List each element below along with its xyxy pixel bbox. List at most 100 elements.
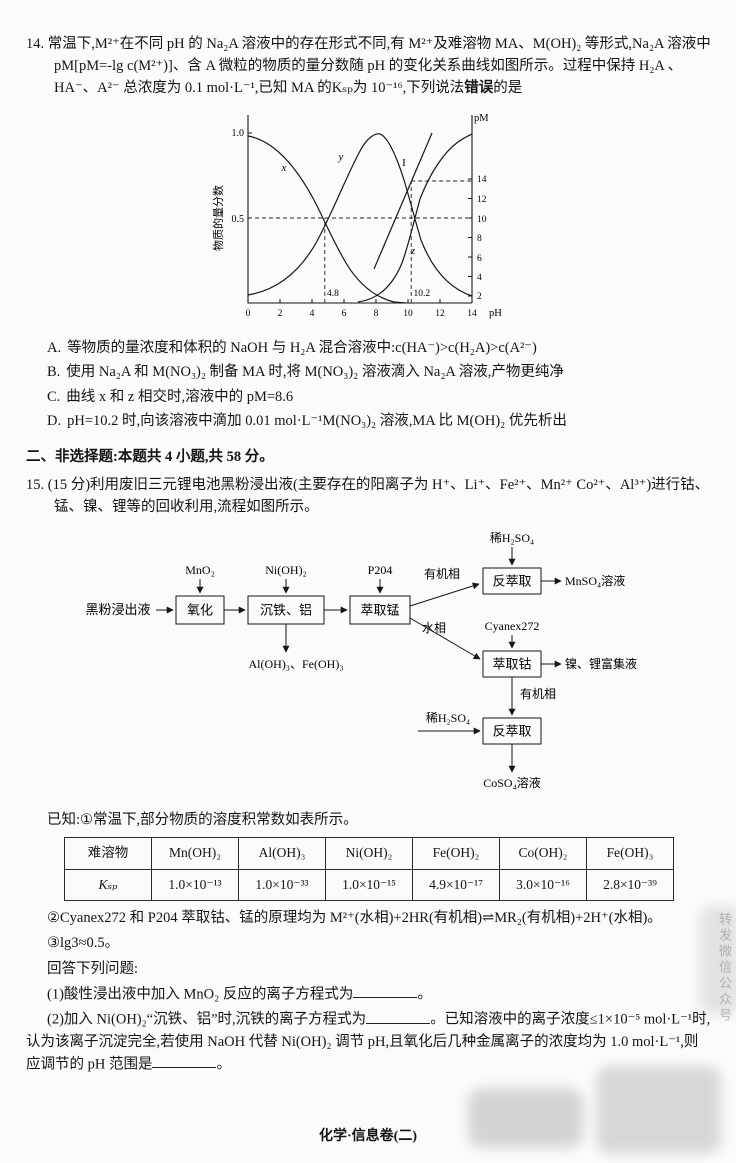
line-I	[373, 132, 433, 270]
x-tick-2: 2	[278, 309, 283, 319]
question-15-intro: 15. (15 分)利用废旧三元锂电池黑粉浸出液(主要存在的阳离子为 H⁺、Li…	[26, 474, 712, 518]
q14-figure: 1.0 0.5 物质的量分数 pM 14 12 10 8 6 4 2 0 2 4…	[208, 103, 712, 334]
option-b: B. 使用 Na₂A 和 M(NO₃)₂ 制备 MA 时,将 M(NO₃)₂ 溶液…	[26, 361, 712, 383]
page-footer: 化学·信息卷(二)	[319, 1128, 417, 1144]
right-tick-6: 6	[477, 254, 482, 264]
sub-question-1-end: 。	[417, 986, 432, 1003]
answer-blank	[353, 983, 418, 999]
ksp-value-cell: 4.9×10⁻¹⁷	[412, 868, 500, 902]
known-intro: 已知:①常温下,部分物质的溶度积常数如表所示。	[47, 812, 358, 829]
ksp-header-cell: Fe(OH)₃	[586, 837, 674, 870]
x-tick-0: 0	[246, 309, 251, 319]
chart-dashed-guides	[248, 180, 472, 304]
x-tick-14: 14	[467, 309, 477, 319]
arrow-extractmn-extractco	[409, 617, 481, 660]
right-tick-8: 8	[477, 234, 482, 244]
reagent-cyanex-label: Cyanex272	[485, 619, 540, 633]
answer-prompt: 回答下列问题:	[47, 960, 139, 977]
annotation-10-2: 10.2	[414, 289, 431, 299]
option-c: C. 曲线 x 和 z 相交时,溶液中的 pM=8.6	[26, 386, 712, 408]
answer-blank	[152, 1053, 217, 1069]
section-2-header: 二、非选择题:本题共 4 小题,共 58 分。	[26, 449, 274, 466]
output-coso4-label: CoSO₄溶液	[483, 775, 541, 790]
x-tick-6: 6	[342, 309, 347, 319]
output-mnso4-label: MnSO₄溶液	[565, 573, 625, 588]
curve-x	[247, 135, 407, 304]
question-text-end: 的是	[493, 80, 523, 97]
option-d-text: pH=10.2 时,向该溶液中滴加 0.01 mol·L⁻¹M(NO₃)₂ 溶液…	[67, 413, 567, 430]
ksp-header-cell: Fe(OH)₂	[412, 837, 500, 870]
option-b-label: B.	[47, 364, 61, 381]
x-tick-8: 8	[374, 309, 379, 319]
box-strip-2-label: 反萃取	[492, 724, 531, 739]
ksp-value-cell: 1.0×10⁻¹³	[151, 868, 239, 902]
option-a: A. 等物质的量浓度和体积的 NaOH 与 H₂A 混合溶液中:c(HA⁻)>c(…	[26, 337, 712, 359]
known-3: ③lg3≈0.5。	[47, 935, 120, 952]
option-d-label: D.	[47, 413, 62, 430]
curve-x-label: x	[281, 162, 287, 174]
question-emphasis: 错误	[464, 80, 494, 97]
answer-blank	[366, 1008, 431, 1024]
q15-flowchart: 黑粉浸出液 氧化 沉铁、铝 萃取锰 MnO₂ Ni(OH)₂ P204 Al(O…	[80, 526, 712, 805]
ksp-value-cell: 2.8×10⁻³⁹	[586, 868, 674, 902]
ksp-value-cell: 3.0×10⁻¹⁶	[499, 868, 587, 902]
question-15-text: (15 分)利用废旧三元锂电池黑粉浸出液(主要存在的阳离子为 H⁺、Li⁺、Fe…	[47, 477, 710, 516]
right-tick-14: 14	[477, 175, 487, 185]
sub-question-2: (2)加入 Ni(OH)₂“沉铁、铝”时,沉铁的离子方程式为。已知溶液中的离子浓…	[26, 1008, 712, 1075]
box-iron-al-label: 沉铁、铝	[260, 603, 312, 618]
option-a-text: 等物质的量浓度和体积的 NaOH 与 H₂A 混合溶液中:c(HA⁻)>c(H₂…	[67, 339, 537, 356]
output-ni-li-label: 镍、锂富集液	[565, 656, 637, 671]
right-axis-label: pM	[474, 113, 489, 124]
chart-axes	[247, 115, 473, 304]
option-c-text: 曲线 x 和 z 相交时,溶液中的 pM=8.6	[66, 388, 294, 405]
ksp-value-cell: 1.0×10⁻¹⁵	[325, 868, 413, 902]
ksp-header-cell: Ni(OH)₂	[325, 837, 413, 870]
process-flow-svg: 黑粉浸出液 氧化 沉铁、铝 萃取锰 MnO₂ Ni(OH)₂ P204 Al(O…	[85, 531, 637, 790]
x-tick-10: 10	[403, 309, 413, 319]
ksp-table-header-row: 难溶物 Mn(OH)₂ Al(OH)₃ Ni(OH)₂ Fe(OH)₂ Co(O…	[64, 837, 674, 870]
sub-question-2-mid: 。已知溶液中的离子浓度≤1×10⁻⁵ mol·L⁻¹时,认为该离子沉淀完全,若使…	[26, 1011, 711, 1073]
ksp-table-value-row: Kₛₚ 1.0×10⁻¹³ 1.0×10⁻³³ 1.0×10⁻¹⁵ 4.9×10…	[64, 868, 674, 902]
ksp-value-cell: 1.0×10⁻³³	[238, 868, 326, 902]
ksp-row-label: Kₛₚ	[64, 868, 152, 902]
curve-z-label: z	[410, 245, 416, 257]
exam-page: 14. 常温下,M²⁺在不同 pH 的 Na₂A 溶液中的存在形式不同,有 M²…	[26, 36, 712, 1075]
known-2: ②Cyanex272 和 P204 萃取钴、锰的原理均为 M²⁺(水相)+2HR…	[47, 910, 662, 927]
x-axis-label: pH	[489, 308, 502, 319]
curve-y-label: y	[338, 151, 344, 163]
reagent-nioh2-label: Ni(OH)₂	[265, 563, 307, 577]
right-tick-2: 2	[477, 292, 482, 302]
option-b-text: 使用 Na₂A 和 M(NO₃)₂ 制备 MA 时,将 M(NO₃)₂ 溶液滴入…	[66, 364, 564, 381]
question-text: 常温下,M²⁺在不同 pH 的 Na₂A 溶液中的存在形式不同,有 M²⁺及难溶…	[47, 36, 711, 97]
annotation-4-8: 4.8	[327, 289, 339, 299]
label-organic-phase-2: 有机相	[520, 687, 556, 701]
reagent-h2so4-top-label: 稀H₂SO₄	[490, 531, 534, 545]
sub-question-1: (1)酸性浸出液中加入 MnO₂ 反应的离子方程式为 。	[26, 983, 712, 1006]
x-tick-4: 4	[310, 309, 315, 319]
left-axis-label: 物质的量分数	[211, 185, 225, 251]
box-strip-1-label: 反萃取	[492, 574, 531, 589]
curve-y	[247, 133, 473, 297]
label-aqueous-phase: 水相	[422, 621, 446, 635]
right-tick-4: 4	[477, 273, 482, 283]
box-oxidation-label: 氧化	[187, 603, 213, 618]
box-extract-mn-label: 萃取锰	[360, 603, 399, 618]
box-extract-mn	[349, 595, 411, 625]
arrow-extractmn-strip1	[409, 582, 480, 607]
left-tick-1: 1.0	[232, 128, 245, 139]
x-tick-12: 12	[435, 309, 445, 319]
left-tick-05: 0.5	[232, 214, 245, 225]
sub-question-1-text: (1)酸性浸出液中加入 MnO₂ 反应的离子方程式为	[47, 986, 354, 1003]
option-c-label: C.	[47, 388, 61, 405]
ksp-header-cell: Co(OH)₂	[499, 837, 587, 870]
reagent-h2so4-left-label: 稀H₂SO₄	[426, 711, 470, 725]
distribution-chart-svg: 1.0 0.5 物质的量分数 pM 14 12 10 8 6 4 2 0 2 4…	[211, 113, 502, 319]
option-d: D. pH=10.2 时,向该溶液中滴加 0.01 mol·L⁻¹M(NO₃)₂ …	[26, 410, 712, 432]
option-a-label: A.	[47, 339, 62, 356]
right-tick-10: 10	[477, 215, 487, 225]
sub-question-2-end: 。	[216, 1056, 231, 1073]
curve-z	[357, 133, 473, 303]
output-precipitate-label: Al(OH)₃、Fe(OH)₃	[248, 657, 343, 671]
reagent-p204-label: P204	[368, 563, 393, 577]
line-I-label: I	[402, 157, 406, 169]
